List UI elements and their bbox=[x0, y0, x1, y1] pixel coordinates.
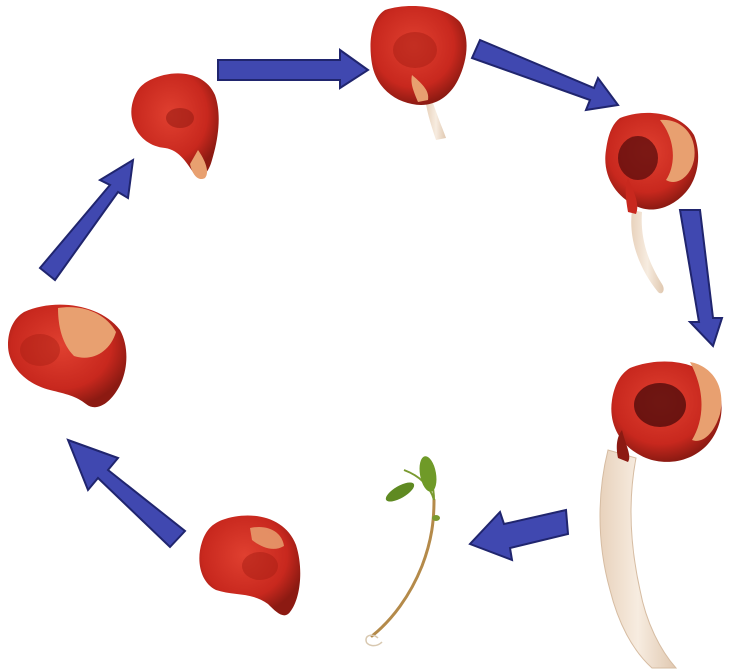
seed-icon bbox=[199, 516, 300, 616]
seedling-icon bbox=[366, 455, 440, 646]
seed-icon bbox=[131, 73, 218, 179]
arrow-icon bbox=[218, 50, 368, 88]
seed-icon bbox=[605, 113, 698, 293]
seed-icon bbox=[600, 361, 722, 668]
arrow-icon bbox=[68, 440, 185, 547]
arrow-icon bbox=[680, 210, 722, 346]
arrow-icon bbox=[40, 160, 133, 280]
seed-icon bbox=[371, 6, 467, 140]
arrow-icon bbox=[472, 40, 618, 110]
arrow-icon bbox=[470, 510, 568, 560]
seed-icon bbox=[8, 305, 126, 408]
